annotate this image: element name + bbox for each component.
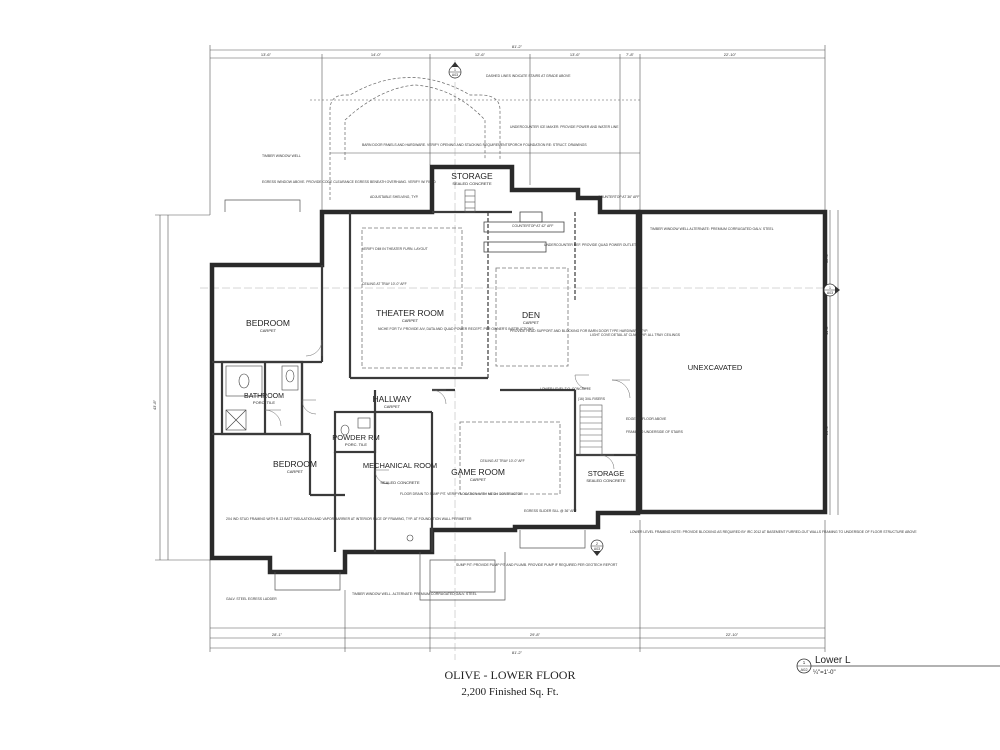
- note: LOWER LEVEL T.O. CONCRETE: [540, 387, 592, 391]
- view-key: 1 A02 Lower L ¼"=1'-0": [796, 655, 1000, 676]
- stairs: [464, 189, 603, 456]
- room-name: GAME ROOM: [451, 467, 505, 477]
- sheet-title: OLIVE - LOWER FLOOR: [445, 668, 576, 682]
- room-name: HALLWAY: [372, 394, 411, 404]
- note: TIMBER WINDOW WELL. ALTERNATE: PREMIUM C…: [352, 592, 477, 596]
- room-name: UNEXCAVATED: [688, 363, 743, 372]
- note: TIMBER WINDOW WELL ALTERNATE: PREMIUM CO…: [650, 227, 774, 231]
- note: DASHED LINES INDICATE STAIRS AT GRADE AB…: [486, 74, 571, 78]
- note: UNDERCOUNTER REF. PROVIDE QUAD POWER OUT…: [544, 243, 636, 247]
- room-name: DEN: [522, 310, 540, 320]
- fixtures: [225, 365, 414, 542]
- note: LOWER LEVEL FRAMING NOTE: PROVIDE BLOCKI…: [630, 530, 917, 534]
- room-finish: SEALED CONCRETE: [452, 181, 492, 186]
- room-name: THEATER ROOM: [376, 308, 444, 318]
- room-finish: SEALED CONCRETE: [380, 480, 420, 485]
- window-wells: [224, 199, 586, 601]
- note: BARN DOOR PANELS AND HARDWARE. VERIFY OP…: [362, 143, 511, 147]
- section-marker-right: 1 A03: [823, 283, 840, 297]
- room-finish: CARPET: [402, 318, 419, 323]
- overall-left-dimension: 43'-8": [152, 399, 157, 410]
- sheet-subtitle: 2,200 Finished Sq. Ft.: [461, 686, 558, 698]
- note: EGRESS WINDOW ABOVE. PROVIDE CODE CLEARA…: [262, 180, 436, 184]
- note: VERIFY DIM IN THEATER FURN. LAYOUT: [362, 247, 428, 251]
- room-finish: PORC. TILE: [345, 442, 367, 447]
- note: 2X4 WD STUD FRAMING WITH R-13 BATT INSUL…: [226, 517, 472, 521]
- porch-arch: [329, 77, 501, 200]
- room-name: POWDER RM: [332, 433, 380, 442]
- note: COUNTERTOP AT 36" AFF: [598, 195, 639, 199]
- top-dimension-labels: 81'-2" 13'-6" 14'-0" 12'-6" 13'-6" 7'-8"…: [261, 44, 737, 57]
- room-finish: CARPET: [287, 469, 304, 474]
- view-label: Lower L: [815, 655, 851, 666]
- unexcavated-area: [637, 209, 828, 515]
- note: PROVIDE HEAD SUPPORT AND BLOCKING FOR BA…: [510, 329, 648, 333]
- note: TIMBER WINDOW WELL: [262, 154, 301, 158]
- note: ADJUSTABLE SHELVING, TYP.: [370, 195, 419, 199]
- section-sheet: A03: [827, 291, 833, 295]
- section-marker-top: 1 A03: [448, 62, 462, 79]
- view-number: 1: [803, 660, 806, 665]
- dimension-label: 13'-6": [570, 52, 581, 57]
- note: FRAME TO UNDERSIDE OF STAIRS: [626, 430, 684, 434]
- dimension-label: 28'-1": [272, 632, 283, 637]
- note: FLOOR DRAIN TO SUMP PIT. VERIFY LOCATION…: [400, 492, 523, 496]
- bottom-dimension-labels: 28'-1" 29'-8" 22'-10" 81'-2": [272, 632, 739, 655]
- dimension-label: 22'-10": [724, 52, 737, 57]
- dimension-label: 14'-0": [371, 52, 382, 57]
- section-number: 1: [454, 68, 456, 72]
- overall-bottom-dimension: 81'-2": [512, 650, 523, 655]
- section-sheet: A03: [594, 547, 600, 551]
- tray-ceilings: [361, 227, 569, 495]
- note: PORCH FOUNDATION RE: STRUCT. DRAWINGS: [510, 143, 587, 147]
- annotation-notes: DASHED LINES INDICATE STAIRS AT GRADE AB…: [226, 74, 917, 601]
- room-finish: PORC. TILE: [253, 400, 275, 405]
- section-number: 2: [596, 542, 598, 546]
- note: LIGHT COVE DETAIL AT CLNG. TYP. ALL TRAY…: [590, 333, 681, 337]
- room-finish: SEALED CONCRETE: [586, 478, 626, 483]
- note: COUNTERTOP AT 42" AFF: [512, 224, 553, 228]
- interior-walls: [212, 210, 638, 552]
- door-swings: [264, 339, 631, 485]
- room-name: STORAGE: [451, 171, 493, 181]
- view-scale: ¼"=1'-0": [813, 670, 836, 676]
- note: NICHE FOR TV. PROVIDE A/V, DATA AND QUAD…: [378, 327, 534, 331]
- note: EDGE OF FLOOR ABOVE: [626, 417, 667, 421]
- side-dimensions: [155, 210, 839, 561]
- bottom-dimensions: [209, 520, 826, 652]
- room-name: BATHROOM: [244, 393, 284, 400]
- section-sheet: A03: [452, 73, 458, 77]
- room-finish: CARPET: [260, 328, 277, 333]
- room-labels: STORAGE SEALED CONCRETE THEATER ROOM CAR…: [244, 171, 743, 485]
- bar-counter: [483, 211, 565, 253]
- note: CEILING AT TRAY 10'-0" AFF: [480, 459, 525, 463]
- view-sheet: A02: [800, 667, 808, 672]
- section-number: 1: [829, 286, 831, 290]
- note: GALV. STEEL EGRESS LADDER: [226, 597, 277, 601]
- dimension-label: 12'-6": [475, 52, 486, 57]
- note: UNDERCOUNTER ICE MAKER. PROVIDE POWER AN…: [510, 125, 619, 129]
- note: SUMP PIT: PROVIDE PUMP PIT AND PLUMB. PR…: [456, 563, 617, 567]
- note: EGRESS SLIDER SILL @ 36" AFF: [524, 509, 577, 513]
- room-finish: CARPET: [384, 404, 401, 409]
- room-name: BEDROOM: [246, 318, 290, 328]
- section-marker-bottom: 2 A03: [590, 539, 604, 556]
- room-finish: CARPET: [470, 477, 487, 482]
- dimension-label: 29'-8": [530, 632, 541, 637]
- room-finish: CARPET: [523, 320, 540, 325]
- note: CEILING AT TRAY 10'-0" AFF: [362, 282, 407, 286]
- dimension-label: 13'-6": [261, 52, 272, 57]
- room-name: BEDROOM: [273, 459, 317, 469]
- dimension-label: 7'-8": [626, 52, 635, 57]
- room-name: MECHANICAL ROOM: [363, 461, 437, 470]
- room-name: STORAGE: [588, 469, 625, 478]
- dimension-label: 22'-10": [726, 632, 739, 637]
- overall-top-dimension: 81'-2": [512, 44, 523, 49]
- note: (16) 3/4L RISERS: [578, 397, 606, 401]
